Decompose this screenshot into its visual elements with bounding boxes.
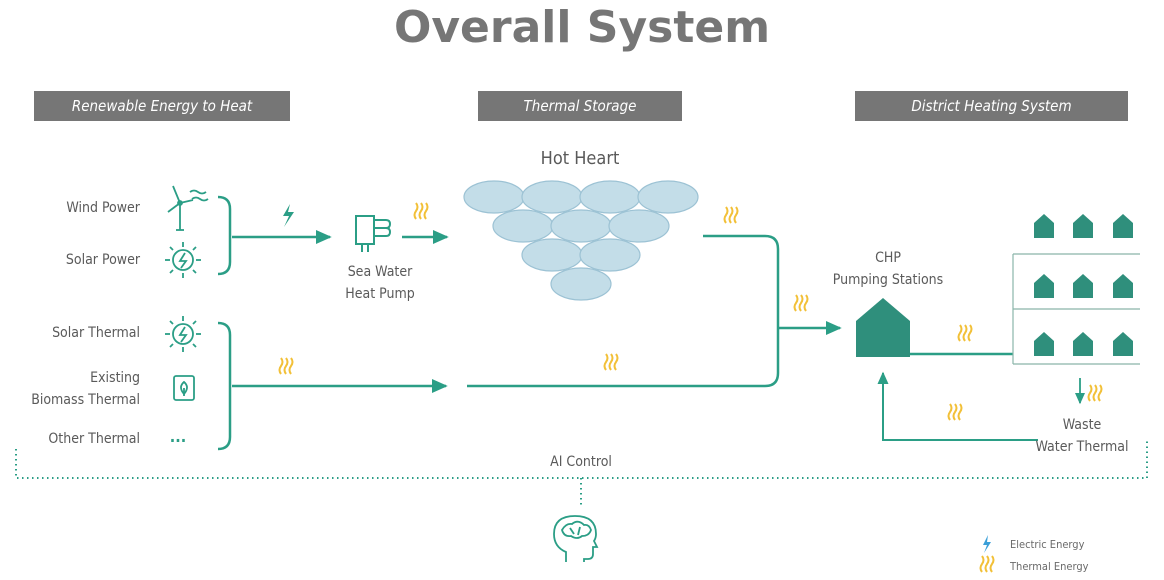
label-other-thermal: Other Thermal: [48, 431, 140, 447]
label-waste-line1: Waste: [1062, 417, 1102, 433]
biomass-leaf-icon: [173, 375, 195, 401]
brain-head-icon: [553, 515, 599, 562]
section-district-heating: District Heating System: [855, 91, 1128, 121]
label-ai-control: AI Control: [550, 454, 612, 470]
section-thermal-storage: Thermal Storage: [478, 91, 682, 121]
ellipsis-icon: ...: [169, 427, 187, 446]
label-solar-thermal: Solar Thermal: [52, 325, 140, 341]
label-biomass-line1: Existing: [90, 370, 140, 386]
label-hot-heart: Hot Heart: [540, 148, 620, 169]
label-chp-line2: Pumping Stations: [832, 272, 944, 288]
chp-building-icon: [856, 298, 910, 357]
label-solar-power: Solar Power: [65, 252, 140, 268]
label-chp-line1: CHP: [875, 250, 901, 266]
legend-electric-energy: Electric Energy: [1010, 538, 1085, 551]
ai-control-line: [15, 440, 1148, 508]
electric-bolt-icon: [283, 204, 294, 227]
house-icon: [1034, 214, 1133, 356]
heat-exchanger-icon: [355, 215, 392, 252]
label-heat-pump-line2: Heat Pump: [345, 286, 415, 302]
label-heat-pump-line1: Sea Water: [347, 264, 413, 280]
wind-turbine-icon: [167, 185, 209, 231]
sun-bolt-icon: [165, 316, 201, 352]
legend-thermal-energy: Thermal Energy: [1010, 560, 1089, 573]
label-wind-power: Wind Power: [66, 200, 140, 216]
electric-bolt-icon: [983, 535, 991, 553]
label-biomass-line2: Biomass Thermal: [31, 392, 140, 408]
page-title: Overall System: [393, 2, 771, 53]
section-renewable-energy: Renewable Energy to Heat: [34, 91, 290, 121]
sun-bolt-icon: [165, 242, 201, 278]
label-waste-line2: Water Thermal: [1035, 439, 1129, 455]
hot-heart-tanks: [463, 180, 699, 301]
